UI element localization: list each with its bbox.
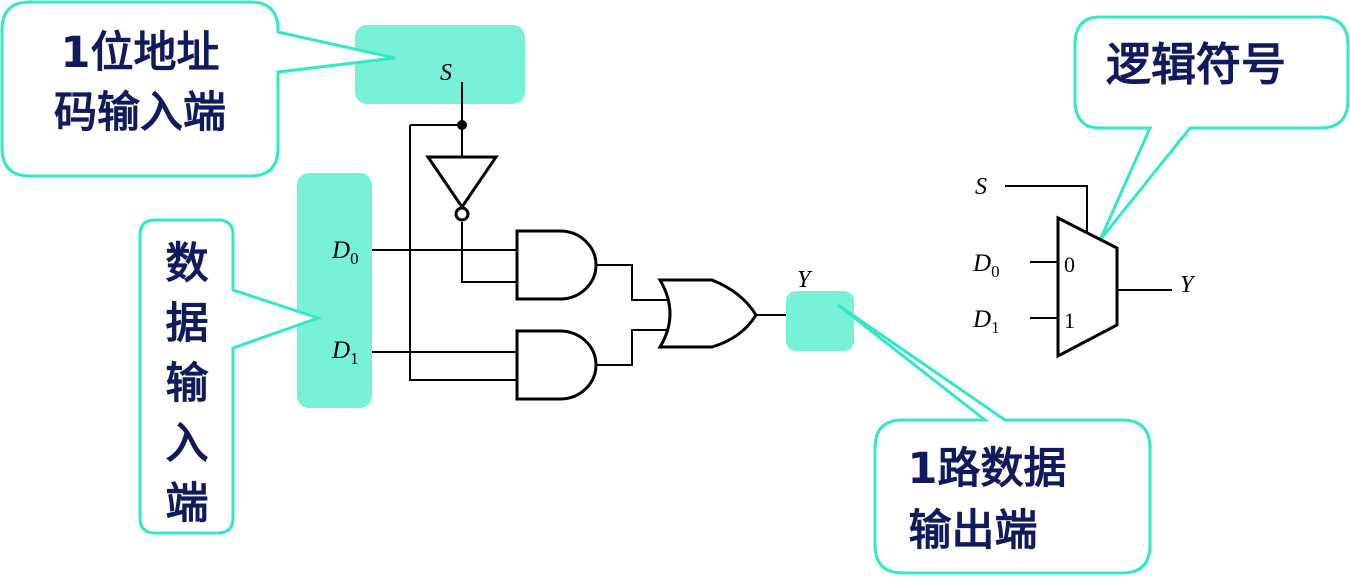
mux-d0-sub: 0: [991, 262, 1000, 281]
logic-symbol-callout-text: 逻辑符号: [1106, 38, 1286, 91]
output-callout-bubble: [837, 303, 1152, 575]
mux-body: [1056, 215, 1119, 359]
data-input-callout-char-5: 端: [166, 479, 209, 529]
circuit-d0-label: D0: [331, 237, 359, 268]
circuit-output-label: Y: [797, 267, 813, 293]
data-input-highlight: [297, 173, 372, 408]
output-highlight: [786, 291, 854, 351]
circuit-d1-sub: 1: [350, 349, 359, 368]
mux-d0-label: D0: [972, 250, 1000, 281]
mux-d1-letter: D: [972, 306, 991, 333]
data-input-callout-bubble: [138, 218, 323, 535]
not-gate: [425, 155, 499, 210]
mux-output-label: Y: [1180, 272, 1196, 298]
output-callout-line-2: 输出端: [909, 506, 1038, 556]
circuit-select-label: S: [440, 60, 452, 86]
mux-select-label: S: [975, 174, 987, 200]
mux-input1-number: 1: [1064, 308, 1075, 333]
or-gate: [657, 278, 758, 349]
select-highlight: [355, 25, 525, 104]
data-input-callout-char-4: 入: [166, 419, 209, 469]
circuit-d1-letter: D: [331, 337, 350, 364]
circuit-d0-sub: 0: [350, 249, 359, 268]
circuit-wires: [372, 82, 786, 381]
junction-dot: [457, 120, 467, 130]
address-callout-line-2: 码输入端: [54, 88, 226, 138]
circuit-d0-letter: D: [331, 237, 350, 264]
circuit-d1-label: D1: [331, 337, 359, 368]
mux-d1-label: D1: [972, 306, 1000, 337]
logic-symbol-callout-bubble: [1073, 15, 1350, 241]
address-callout-line-1: 1位地址: [61, 28, 220, 78]
mux-d1-sub: 1: [991, 318, 1000, 337]
data-input-callout-char-2: 据: [166, 299, 209, 349]
data-input-callout-char-1: 数: [166, 239, 209, 289]
mux-d0-letter: D: [972, 250, 991, 277]
data-input-callout-char-3: 输: [166, 359, 210, 409]
and-gate-top: [515, 229, 598, 301]
and-gate-bottom: [515, 329, 598, 401]
not-gate-bubble: [454, 206, 470, 222]
address-callout-bubble: [0, 0, 396, 178]
mux-symbol: [1005, 185, 1172, 359]
output-callout-line-1: 1路数据: [908, 444, 1067, 494]
mux-input0-number: 0: [1064, 252, 1075, 277]
